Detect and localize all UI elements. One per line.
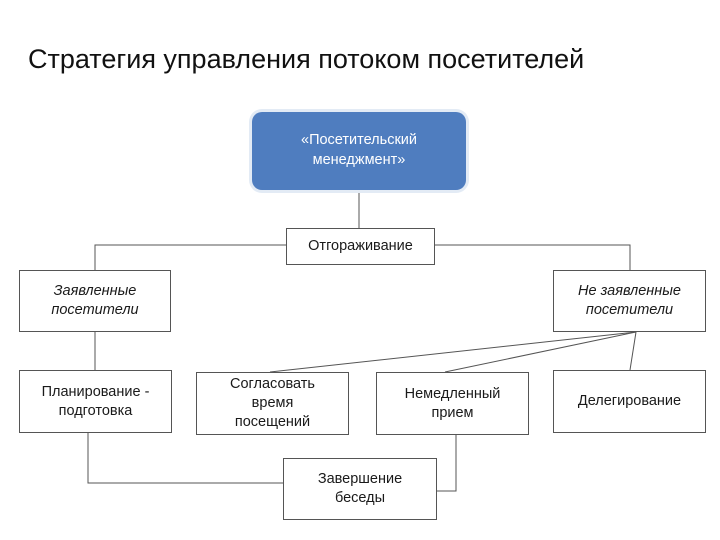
schedule-visits-node: Согласовать время посещений: [196, 372, 349, 435]
root-line-2: менеджмент»: [312, 152, 406, 168]
declared-line-1: Заявленные: [53, 283, 137, 300]
undeclared-visitors-node: Не заявленные посетители: [553, 270, 706, 332]
declared-visitors-node: Заявленные посетители: [19, 270, 171, 332]
fencing-node: Отгораживание: [286, 228, 435, 265]
visitor-management-node: «Посетительский менеджмент»: [252, 112, 466, 190]
planning-line-2: подготовка: [58, 402, 133, 419]
line-fencing-declared: [94, 244, 286, 270]
immediate-reception-node: Немедленный прием: [376, 372, 529, 435]
line-undeclared-schedule: [269, 331, 637, 373]
end-conversation-node: Завершение беседы: [283, 458, 437, 520]
delegation-label: Делегирование: [577, 393, 682, 410]
declared-line-2: посетители: [51, 302, 139, 318]
line-undeclared-delegation: [629, 331, 637, 371]
undeclared-line-1: Не заявленные: [578, 283, 681, 300]
root-line-1: «Посетительский: [301, 132, 417, 149]
immediate-line-1: Немедленный: [404, 385, 501, 402]
line-fencing-undeclared: [435, 244, 631, 270]
ending-line-1: Завершение: [317, 471, 403, 488]
ending-line-2: беседы: [334, 490, 386, 506]
schedule-line-3: посещений: [234, 413, 311, 430]
schedule-line-2: время: [251, 395, 294, 412]
line-planning-ending: [87, 433, 283, 484]
line-immediate-ending: [437, 435, 457, 492]
diagram-title: Стратегия управления потоком посетителей: [28, 44, 585, 74]
planning-node: Планирование - подготовка: [19, 370, 172, 433]
schedule-line-1: Согласовать: [230, 376, 315, 393]
undeclared-line-2: посетители: [585, 302, 674, 318]
delegation-node: Делегирование: [553, 370, 706, 433]
immediate-line-2: прием: [431, 404, 474, 421]
planning-line-1: Планирование -: [41, 383, 150, 400]
line-undeclared-immediate: [444, 331, 637, 373]
fencing-label: Отгораживание: [308, 238, 413, 255]
